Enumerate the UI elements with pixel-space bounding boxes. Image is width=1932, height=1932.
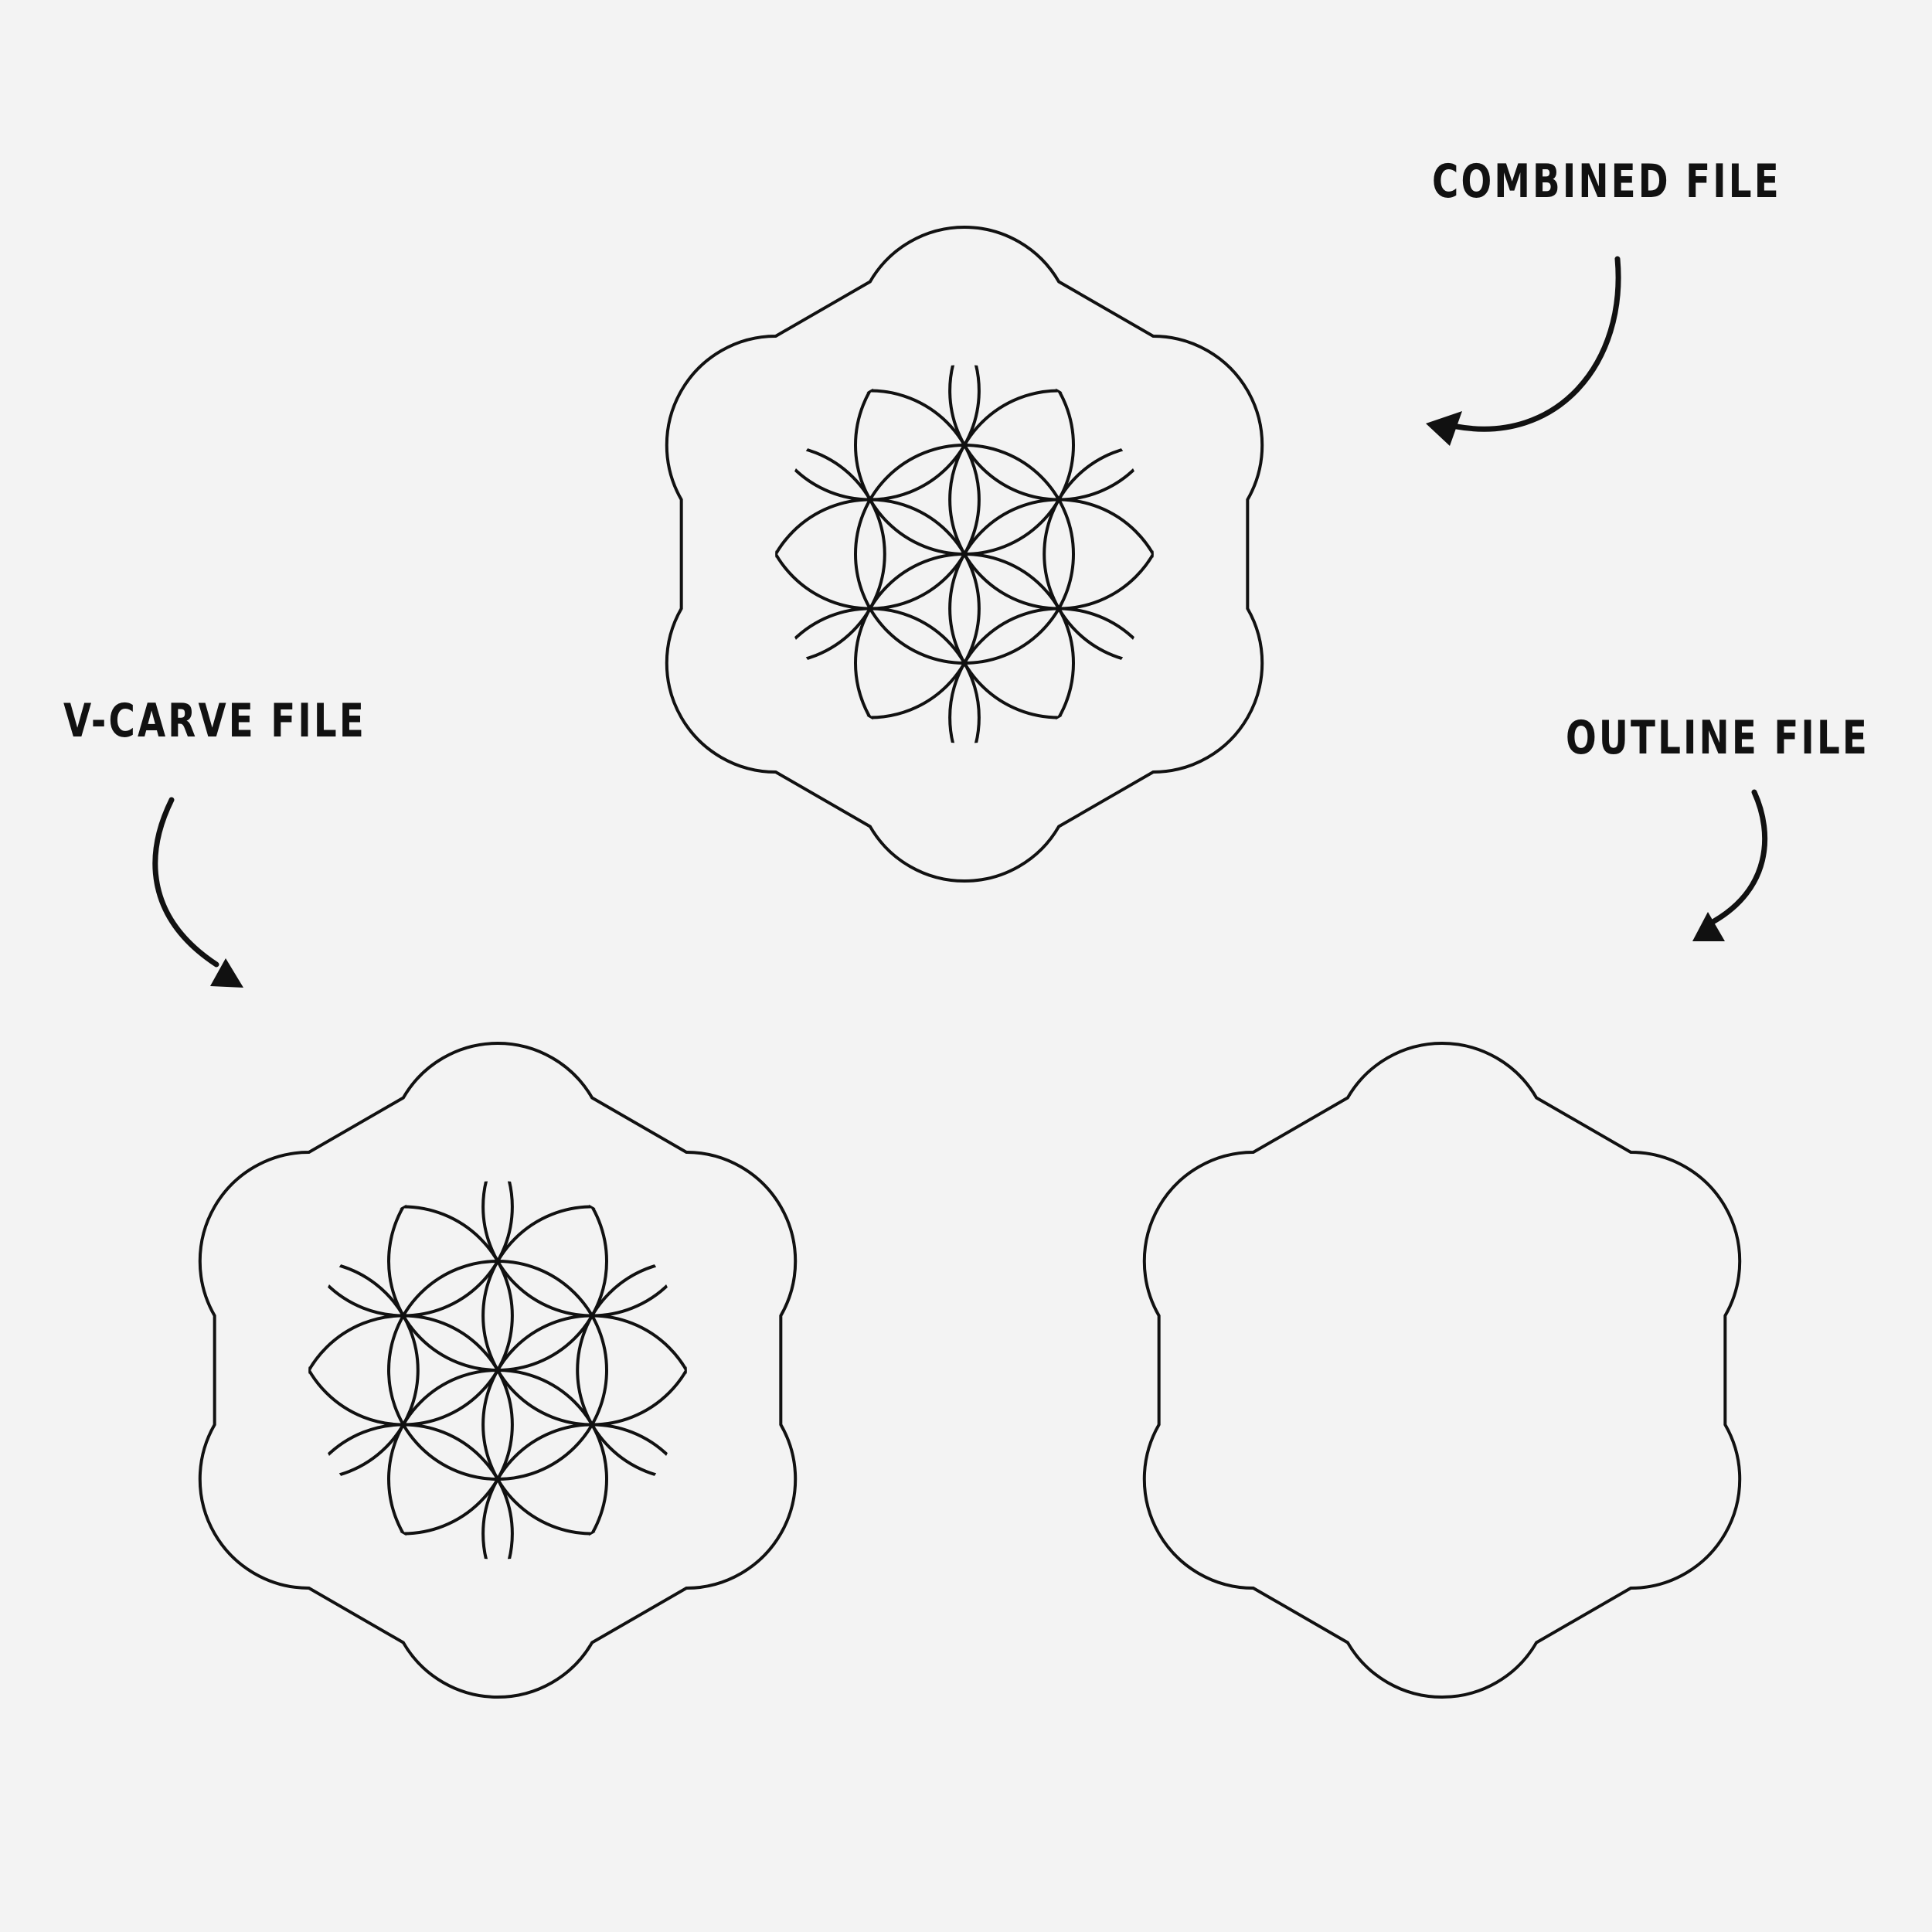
combined-outline-path	[665, 226, 1264, 883]
combined-file-label: COMBINED FILE	[1432, 155, 1781, 209]
combined-flower-of-life	[665, 226, 1264, 883]
combined-arrow	[1426, 256, 1621, 446]
vcarve-outer-petals	[198, 1042, 798, 1699]
combined-inner-circles	[775, 365, 1154, 743]
outline-file-label: OUTLINE FILE	[1566, 711, 1869, 765]
combined-outer-petals	[665, 226, 1264, 883]
vcarve-arrow	[152, 797, 243, 988]
outline-shape	[1142, 1042, 1742, 1699]
vcarve-inner-circles	[308, 1181, 687, 1560]
outline-outline-path	[1142, 1042, 1742, 1699]
vcarve-flower-of-life	[198, 1042, 798, 1699]
vcarve-outline-path	[198, 1042, 798, 1699]
outline-arrow	[1692, 789, 1768, 941]
vcarve-file-label: V-CARVE FILE	[63, 694, 366, 748]
